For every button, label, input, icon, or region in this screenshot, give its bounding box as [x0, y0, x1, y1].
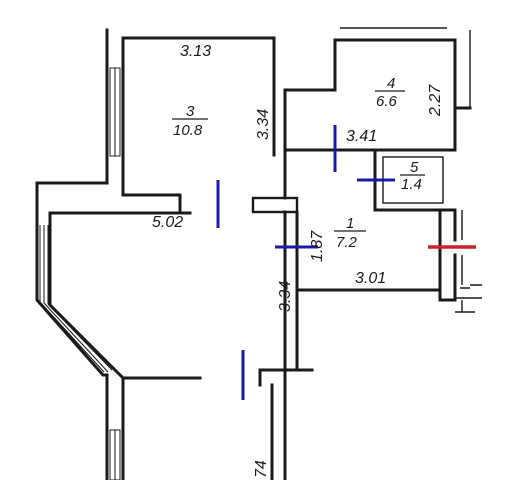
dim-bottom-partial: 74	[253, 460, 270, 478]
room-5-area: 1.4	[401, 176, 422, 193]
dim-corridor-height: 3.34	[277, 281, 294, 312]
room-3-number: 3	[186, 103, 195, 120]
dim-room3-width: 3.13	[180, 43, 211, 60]
room-label-4: 4 6.6	[375, 75, 405, 110]
dim-room1-width: 3.01	[355, 270, 386, 287]
room-5-number: 5	[410, 159, 419, 176]
dim-room4-width: 3.41	[346, 128, 377, 145]
room-4-walls	[283, 27, 472, 157]
room-label-3: 3 10.8	[172, 103, 208, 139]
room-4-area: 6.6	[376, 93, 398, 110]
opening-markers	[216, 125, 395, 400]
bay-window	[35, 211, 202, 480]
room-label-1: 1 7.2	[334, 215, 366, 251]
room-1-area: 7.2	[336, 234, 358, 251]
window-bay	[39, 225, 105, 373]
room-1-number: 1	[346, 215, 354, 232]
room-label-5: 5 1.4	[400, 159, 425, 193]
room-4-number: 4	[387, 75, 395, 92]
dim-room4-height: 2.27	[427, 84, 444, 117]
dim-room1-height: 1.87	[309, 230, 326, 262]
central-partition	[251, 148, 314, 480]
dim-room3-height: 3.34	[255, 109, 272, 140]
room-3-walls	[121, 36, 276, 212]
room-1-walls	[295, 208, 482, 313]
left-upper-wall	[35, 28, 121, 227]
dim-room3-bottom: 5.02	[152, 214, 183, 231]
room-3-area: 10.8	[173, 122, 203, 139]
